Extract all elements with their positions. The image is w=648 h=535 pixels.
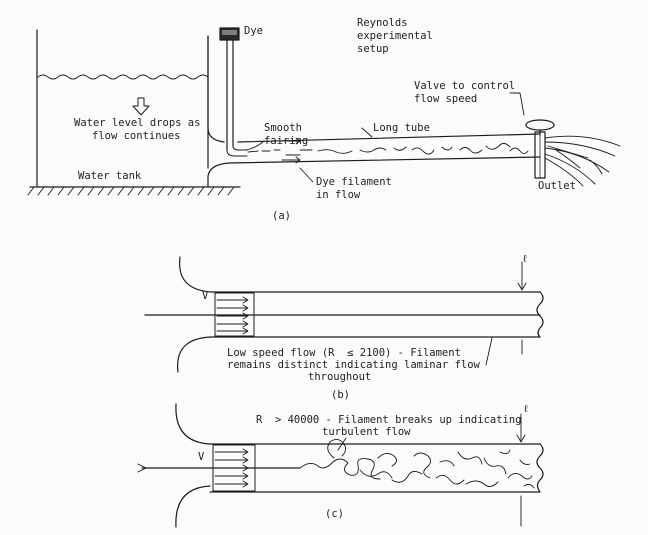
valve-leader: [509, 92, 525, 116]
break-up-callout: [327, 439, 347, 459]
pipe-b-end: [536, 291, 544, 338]
diameter-marker-b: [517, 261, 527, 355]
pipe-c-end: [536, 443, 544, 493]
valve-line1: Valve to control: [414, 80, 516, 92]
long-tube-leader: [361, 127, 373, 138]
dye-label: Dye: [244, 25, 263, 37]
diameter-marker-c: [516, 413, 526, 527]
desc-b-leader: [485, 337, 493, 366]
water-level-arrow: [132, 97, 150, 116]
inlet-c-upper: [175, 403, 211, 445]
water-tank-label: Water tank: [78, 170, 142, 182]
desc-b-line3: throughout: [308, 371, 372, 383]
diameter-label-b: ℓ: [522, 254, 529, 265]
setup-title-line1: Reynolds: [357, 17, 408, 29]
caption-a: (a): [272, 210, 291, 222]
desc-b-line2: remains distinct indicating laminar flow: [227, 359, 480, 371]
outlet-label: Outlet: [538, 180, 576, 192]
water-surface: [37, 74, 209, 80]
desc-c-leader: [337, 437, 347, 451]
smooth-fairing-line2: fairing: [264, 135, 309, 147]
valve-handle: [525, 119, 555, 131]
dye-filament-leader: [299, 167, 314, 183]
inlet-flow-arrows: [281, 137, 301, 164]
valve-line2: flow speed: [414, 93, 478, 105]
outlet-spray: [544, 135, 621, 187]
dye-filament-line1: Dye filament: [316, 176, 392, 188]
caption-c: (c): [325, 508, 344, 520]
desc-c-line2: turbulent flow: [322, 426, 411, 438]
desc-b-line1: Low speed flow (R ≤ 2100) - Filament: [227, 347, 461, 359]
panel-a: [27, 27, 621, 196]
diameter-label-c: ℓ: [523, 404, 530, 415]
smooth-fairing-leader: [245, 140, 265, 151]
caption-b: (b): [331, 389, 350, 401]
tube-fairing-lower: [207, 156, 541, 187]
setup-title-line2: experimental: [357, 30, 433, 42]
panel-c: [137, 403, 544, 528]
water-level-line1: Water level drops as: [74, 117, 201, 129]
dye-filament-a: [247, 142, 529, 155]
filament-c-turbulent: [299, 449, 535, 489]
smooth-fairing-line1: Smooth: [264, 122, 302, 134]
ground-hatching: [27, 186, 235, 196]
setup-title-line3: setup: [357, 43, 389, 55]
inlet-c-lower: [175, 485, 211, 528]
panel-b: [144, 256, 544, 373]
velocity-label-b: V: [202, 290, 209, 302]
velocity-label-c: V: [198, 451, 205, 463]
long-tube-label: Long tube: [373, 122, 430, 134]
tube-fairing-upper: [207, 35, 225, 143]
water-level-line2: flow continues: [92, 130, 181, 142]
inlet-b-lower: [177, 336, 213, 373]
desc-c-line1: R > 40000 - Filament breaks up indicatin…: [256, 414, 522, 426]
inlet-b-upper: [179, 256, 213, 293]
dye-filament-line2: in flow: [316, 189, 361, 201]
